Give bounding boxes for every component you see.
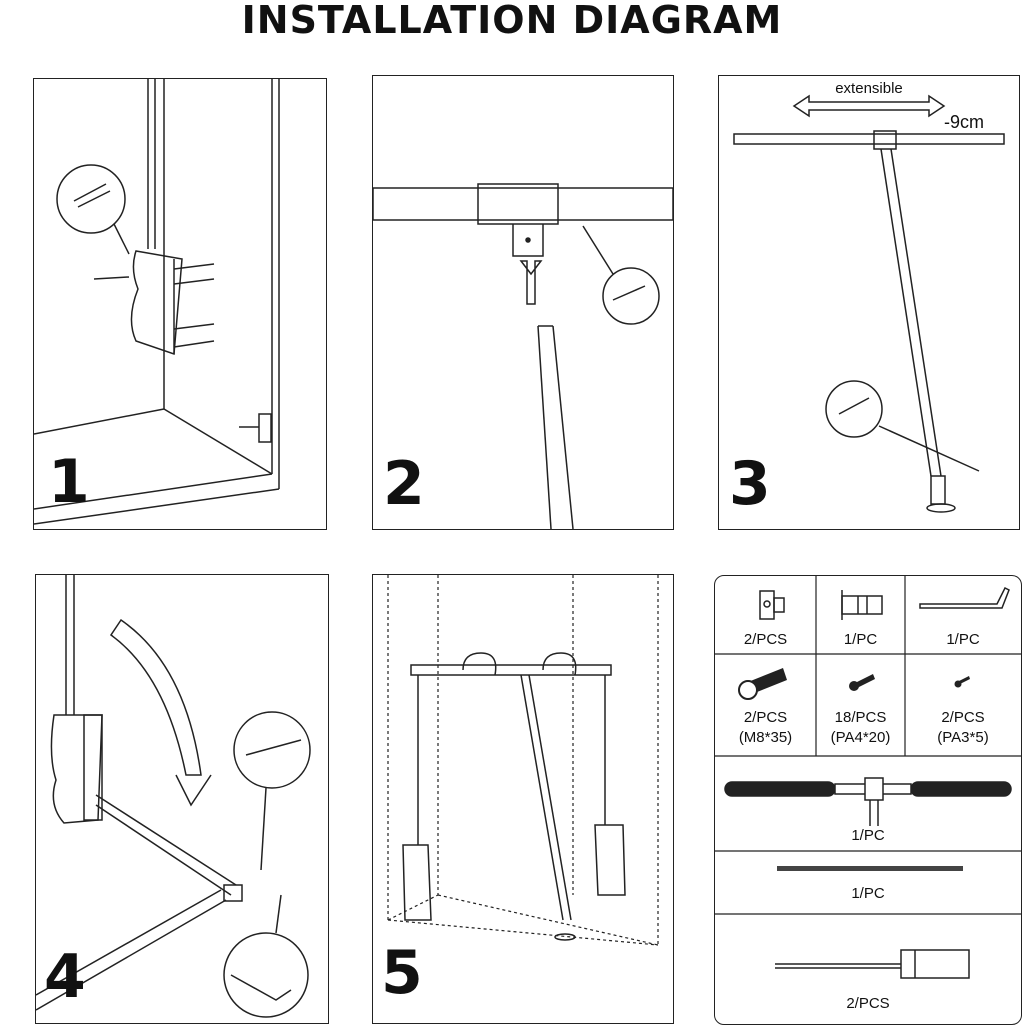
part-2-qty: 1/PC bbox=[843, 631, 878, 648]
step-2-number: 2 bbox=[383, 449, 425, 519]
screw-icon bbox=[849, 674, 875, 691]
step-3-panel: extensible -9cm 3 bbox=[718, 75, 1020, 530]
extension-length-label: -9cm bbox=[944, 112, 984, 132]
part-5-spec: (PA4*20) bbox=[830, 729, 891, 746]
part-4-qty: 2/PCS bbox=[743, 709, 788, 726]
step-1-number: 1 bbox=[48, 447, 90, 517]
part-4-spec: (M8*35) bbox=[738, 729, 793, 746]
step-2-panel: 2 bbox=[372, 75, 674, 530]
part-8-qty: 1/PC bbox=[851, 885, 885, 902]
part-3-qty: 1/PC bbox=[946, 631, 980, 648]
extensible-label: extensible bbox=[835, 80, 903, 97]
small-screw-icon bbox=[954, 676, 970, 688]
hex-key-icon bbox=[919, 586, 1010, 609]
step-3-number: 3 bbox=[729, 449, 771, 519]
step-3-illustration bbox=[733, 94, 1005, 513]
step-1-panel: 1 bbox=[33, 78, 327, 530]
part-6-spec: (PA3*5) bbox=[937, 729, 989, 746]
part-5-qty: 18/PCS bbox=[834, 709, 887, 726]
step-5-illustration bbox=[387, 575, 659, 946]
hook-pole-icon bbox=[775, 949, 970, 979]
page-title: INSTALLATION DIAGRAM bbox=[241, 0, 783, 42]
bolt-icon bbox=[738, 668, 787, 700]
bracket-icon bbox=[759, 590, 785, 620]
parts-list: 2/PCS 1/PC 1/PC 2/PCS (M8*35) 18/PCS (PA… bbox=[714, 575, 1022, 1025]
hanging-rail-icon bbox=[724, 777, 1012, 826]
part-6-qty: 2/PCS bbox=[941, 709, 985, 726]
step-4-number: 4 bbox=[44, 942, 86, 1012]
step-4-illustration bbox=[36, 575, 311, 1018]
connector-icon bbox=[841, 590, 883, 620]
step-2-illustration bbox=[373, 183, 673, 529]
part-1-qty: 2/PCS bbox=[743, 631, 788, 648]
step-5-panel: 5 bbox=[372, 574, 674, 1024]
rod-icon bbox=[777, 866, 963, 871]
step-5-number: 5 bbox=[381, 938, 423, 1008]
part-9-qty: 2/PCS bbox=[846, 995, 890, 1012]
step-4-panel: 4 bbox=[35, 574, 329, 1024]
step-1-illustration bbox=[34, 79, 280, 525]
part-7-qty: 1/PC bbox=[851, 827, 885, 844]
parts-grid bbox=[715, 576, 1021, 979]
